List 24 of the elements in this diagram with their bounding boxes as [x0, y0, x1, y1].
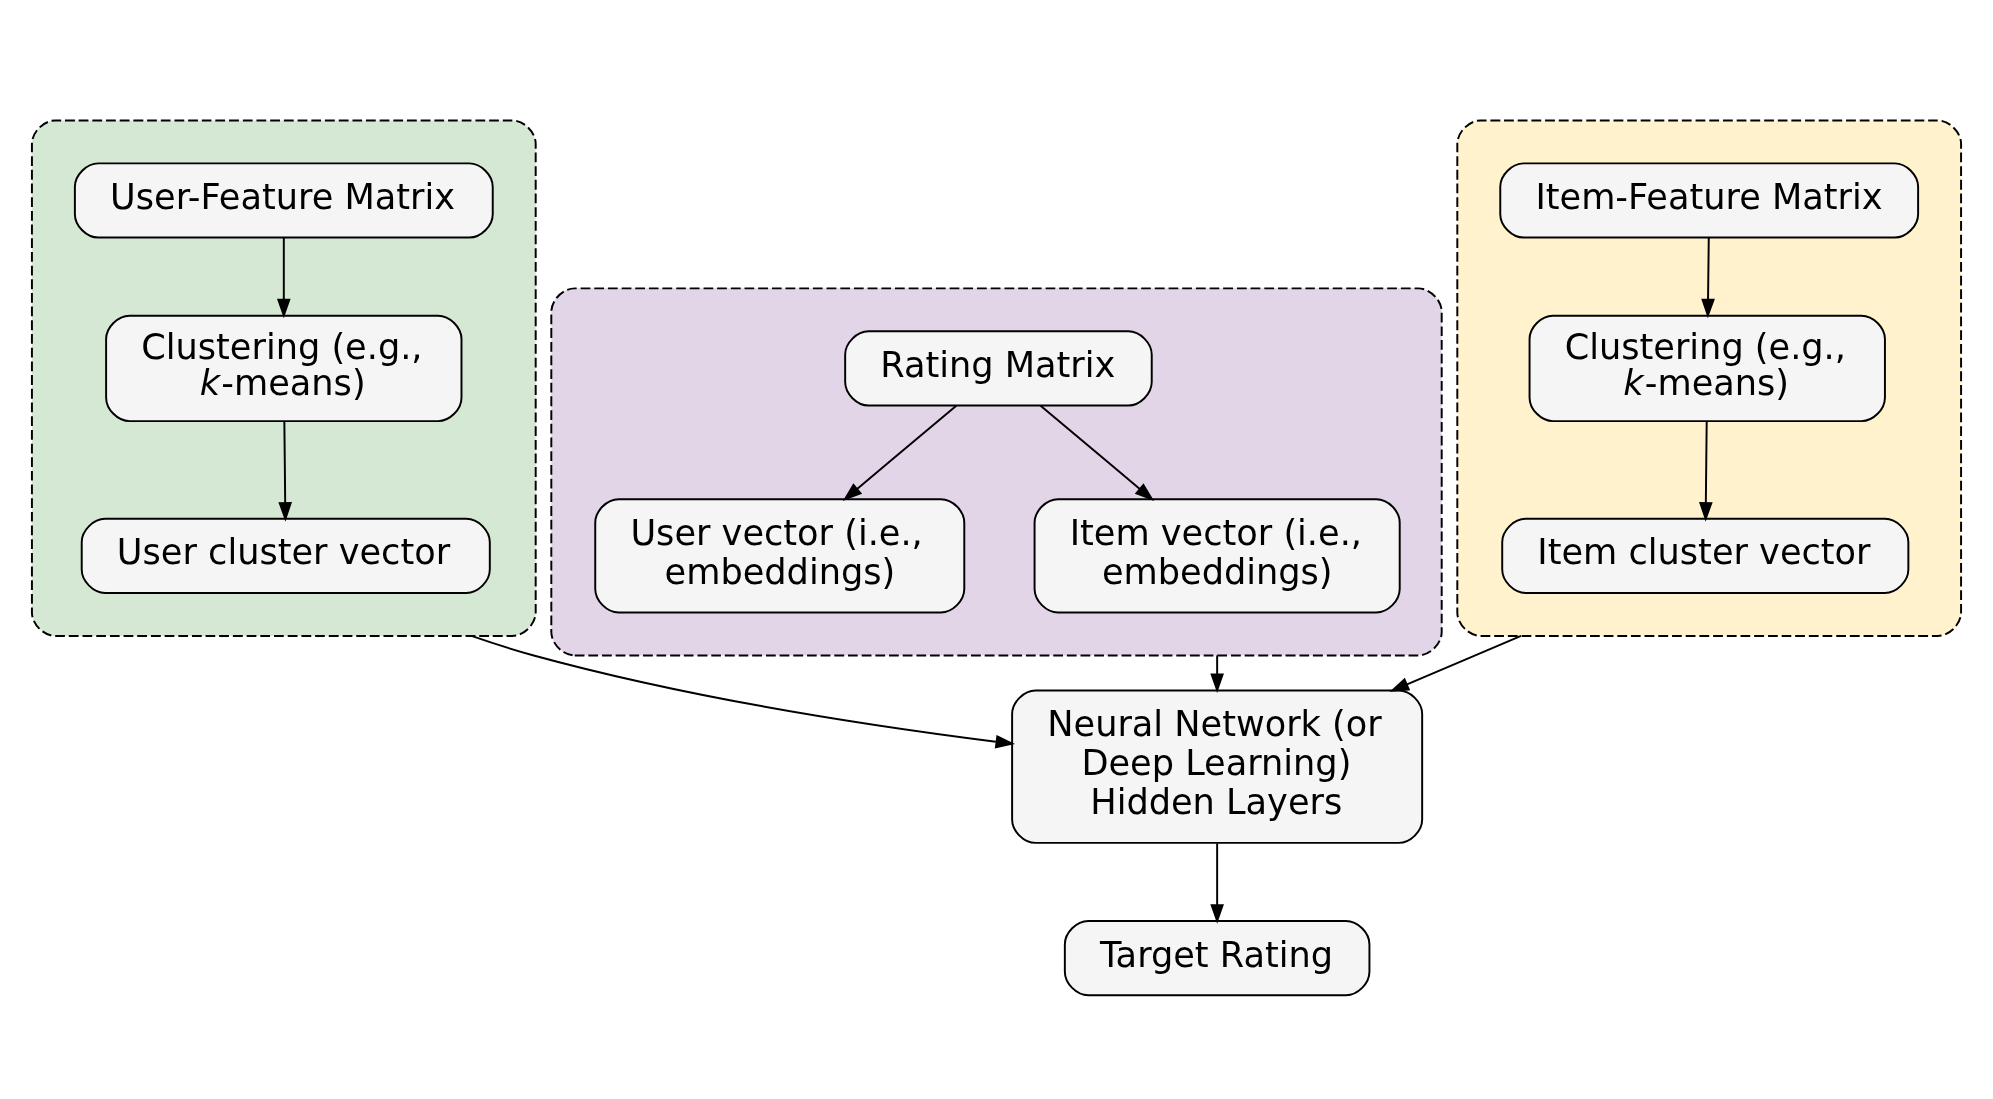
arrow [278, 420, 293, 522]
node-box: Clustering (e.g., k-means) [105, 314, 463, 422]
arrow [276, 236, 291, 318]
node-box: Item vector (i.e., embeddings) [1033, 497, 1401, 613]
arrow [1701, 236, 1715, 318]
arrow [1699, 420, 1713, 522]
node-box: User cluster vector [80, 517, 491, 594]
node-box: Item-Feature Matrix [1499, 161, 1920, 239]
cluster [30, 118, 537, 637]
arrow [842, 404, 958, 501]
node-box: User vector (i.e., embeddings) [594, 497, 966, 613]
arrow [1389, 634, 1523, 692]
node-box: Neural Network (or Deep Learning) Hidden Layers [1011, 689, 1424, 844]
arrow [1039, 404, 1155, 501]
node-box: Item cluster vector [1501, 517, 1910, 594]
node-box: Clustering (e.g., k-means) [1528, 314, 1886, 422]
node-box: User-Feature Matrix [73, 161, 494, 239]
node-box: Rating Matrix [844, 329, 1153, 406]
arrow [470, 634, 1016, 748]
cluster [550, 286, 1443, 656]
arrow [1210, 841, 1224, 924]
arrow [1210, 653, 1224, 693]
node-box: Target Rating [1063, 919, 1371, 996]
cluster [1456, 118, 1963, 637]
